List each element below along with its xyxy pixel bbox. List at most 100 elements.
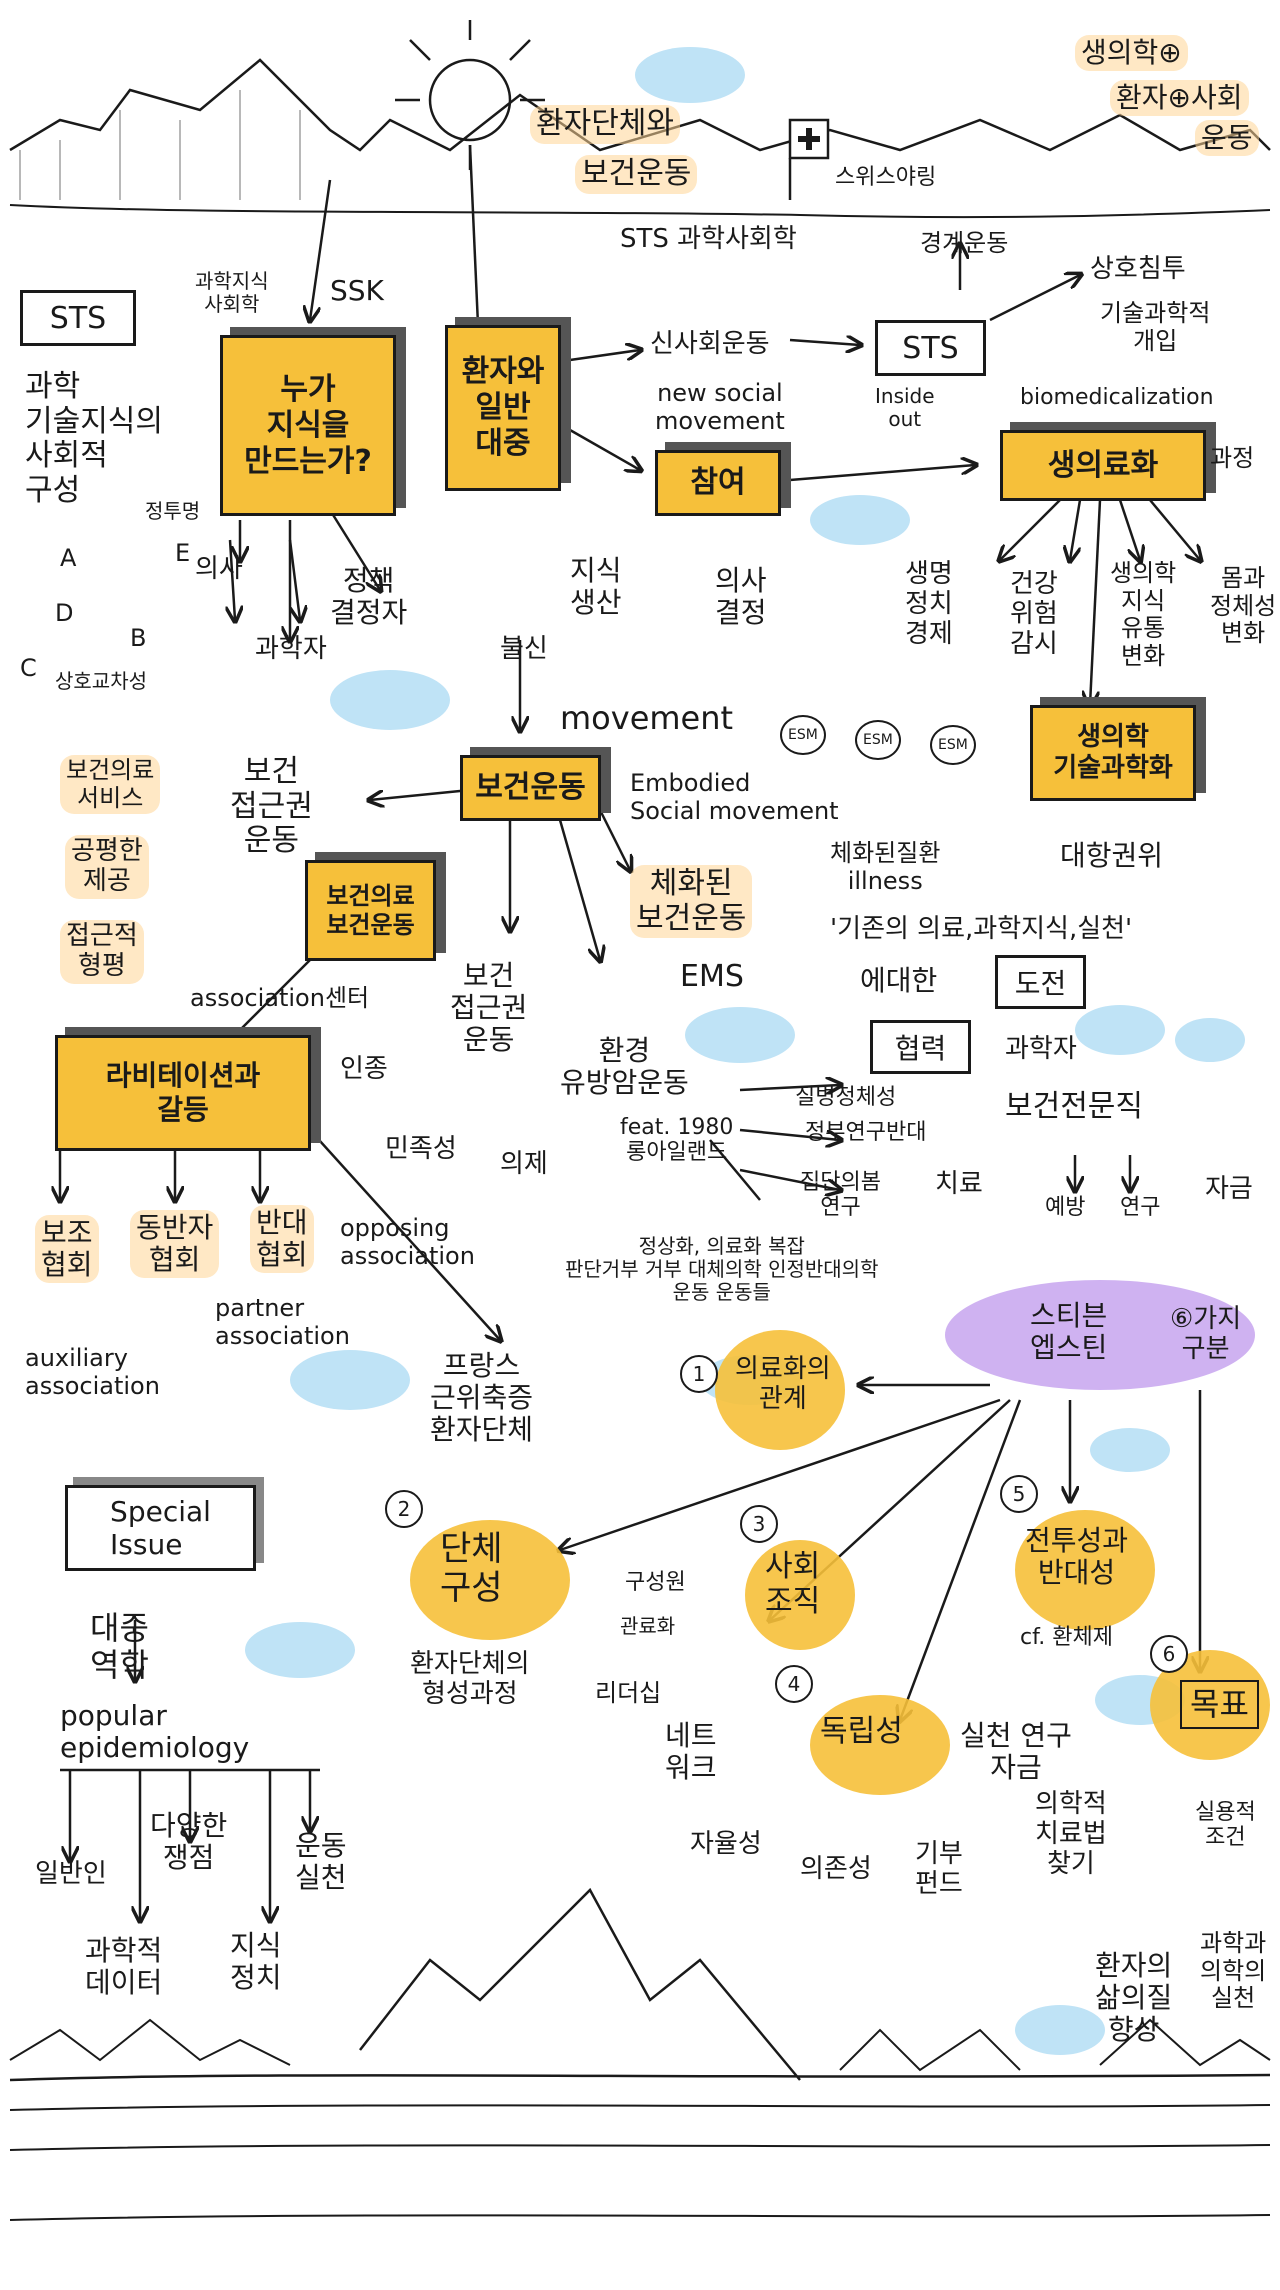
uije-label: 의제: [500, 1150, 548, 1180]
six-kinds-label: ⑥가지 구분: [1170, 1305, 1241, 1365]
embodied-label: Embodied Social movement: [630, 770, 839, 825]
goal-item-3: 환자의 삶의질 향상: [1095, 1950, 1172, 2047]
esm-badge-1: ESM: [780, 715, 826, 755]
top-mountain-hatch: [20, 90, 300, 200]
dojeon-box: 도전: [995, 955, 1086, 1009]
item6-number: 6: [1150, 1635, 1188, 1673]
title-line1: 환자단체와: [530, 105, 680, 144]
health-movement-box: 보건운동: [460, 755, 601, 821]
health-access-1: 보건 접근권 운동: [230, 755, 313, 859]
france-label: 프랑스 근위축증 환자단체: [430, 1350, 533, 1447]
biotech-box: 생의학 기술과학화: [1030, 705, 1196, 801]
esm-badge-3: ESM: [930, 725, 976, 765]
jisik-saengsan-label: 지식 생산: [570, 555, 622, 619]
item5-label: 전투성과 반대성: [1025, 1525, 1128, 1589]
item3-number: 3: [740, 1505, 778, 1543]
chiryo-label: 치료: [935, 1170, 983, 1200]
uijonseong-label: 의존성: [800, 1855, 872, 1885]
yebang-label: 예방: [1045, 1195, 1085, 1220]
chehwa-illness-label: 체화된질환 illness: [830, 840, 940, 895]
women-health-box: 보건의료 보건운동: [305, 860, 436, 961]
biomedicalization-box: 생의료화: [1000, 430, 1206, 501]
conflict-item-2: 동반자 협회: [130, 1210, 219, 1278]
bottom-river: [10, 2105, 1270, 2220]
injong-label: 인종: [340, 1055, 388, 1085]
jayulseong-label: 자율성: [690, 1830, 762, 1860]
title-line2: 보건운동: [575, 155, 697, 194]
swiss-label: 스위스야링: [835, 165, 936, 190]
goal-item-1: 의학적 치료법 찾기: [1035, 1790, 1107, 1880]
bottom-item-1: 일반인: [35, 1860, 107, 1890]
rideoship-label: 리더십: [595, 1680, 661, 1708]
item2-label: 단체 구성: [440, 1530, 503, 1608]
jilbyeong-label: 질병정체성: [795, 1085, 896, 1110]
patient-public-box: 환자와 일반 대중: [445, 325, 561, 491]
esm-badge-2: ESM: [855, 720, 901, 760]
bottom-item-4: 과학적 데이터: [85, 1935, 162, 1999]
edaehan-label: 에대한: [860, 965, 937, 997]
bio-item-3: 생의학 지식 유통 변화: [1110, 560, 1176, 670]
popular-label: popular epidemiology: [60, 1700, 249, 1764]
gwahak-jisik-label: 과학지식 사회학: [195, 270, 269, 316]
service-item-3: 접근적 형평: [60, 920, 144, 984]
yeongu-label: 연구: [1120, 1195, 1160, 1220]
item3-label: 사회 조직: [765, 1550, 820, 1619]
abcde-c: C: [20, 655, 37, 683]
participation-box: 참여: [655, 450, 781, 516]
bogeon-jeonmun-label: 보건전문직: [1005, 1090, 1143, 1125]
epstein-label: 스티븐 엡스틴: [1030, 1300, 1107, 1364]
ssk-label: SSK: [330, 275, 384, 307]
sun-icon: [430, 60, 510, 140]
ground-line: [10, 205, 1270, 217]
bio-item-1: 생명 정치 경제: [905, 560, 953, 650]
jageum-label: 자금: [1205, 1175, 1253, 1205]
inside-out-label: Inside out: [875, 385, 935, 431]
special-issue-box: Special Issue: [65, 1485, 256, 1571]
conflict-box: 라비테이션과 갈등: [55, 1035, 311, 1151]
gusaengwon-label: 구성원: [625, 1570, 686, 1595]
opposing-label: opposing association: [340, 1215, 475, 1270]
uisa-gyeoljeong-label: 의사 결정: [715, 565, 767, 629]
item6-label: 목표: [1180, 1680, 1259, 1729]
abcde-top-label: 정투명: [145, 500, 200, 523]
silcheon-yeongu-label: 실천 연구 자금: [960, 1720, 1072, 1784]
daehang-label: 대항권위: [1060, 840, 1163, 872]
new-social-en: new social movement: [655, 380, 785, 435]
service-item-1: 보건의료 서비스: [60, 755, 160, 814]
jipdan-label: 집단의봄 연구: [800, 1170, 881, 1221]
biomed-label: biomedicalization: [1020, 385, 1214, 410]
sangho-label: 상호침투: [1090, 255, 1186, 285]
ems-label: EMS: [680, 960, 744, 995]
item5-number: 5: [1000, 1475, 1038, 1513]
sts-box-2: STS: [875, 320, 986, 376]
service-item-2: 공평한 제공: [65, 835, 149, 899]
gyeonggye-label: 경계운동: [920, 230, 1008, 258]
association-center-label: association센터: [190, 985, 369, 1013]
conflict-item-1: 보조 협회: [35, 1215, 99, 1283]
goal-item-2: 실용적 조건: [1195, 1800, 1256, 1851]
gwahakja-label: 과학자: [255, 635, 327, 665]
gisul-gaeip-label: 기술과학적 개입: [1100, 300, 1210, 355]
danche-sub-label: 환자단체의 형성과정: [410, 1650, 530, 1710]
funds-label: 기부 펀드: [915, 1840, 963, 1900]
abcde-b: B: [130, 625, 146, 653]
conflict-item-3: 반대 협회: [250, 1205, 314, 1273]
embodied-health-label: 체화된 보건운동: [630, 865, 752, 938]
gijon-label: '기존의 의료,과학지식,실천': [830, 915, 1132, 945]
uisa-label: 의사: [195, 555, 243, 585]
item4-label: 독립성: [820, 1715, 903, 1750]
partner-label: partner association: [215, 1295, 350, 1350]
abcde-bottom-label: 상호교차성: [55, 670, 147, 693]
item4-number: 4: [775, 1665, 813, 1703]
gwanryo-label: 관료화: [620, 1615, 675, 1638]
jeongbu-label: 정부연구반대: [805, 1120, 926, 1145]
env-movement-label: 환경 유방암운동: [560, 1035, 689, 1099]
item1-label: 의료화의 관계: [735, 1355, 831, 1415]
abcde-e: E: [175, 540, 190, 568]
item2-number: 2: [385, 1490, 423, 1528]
cf-label: cf. 환체제: [1020, 1625, 1113, 1650]
corner-line2: 환자⊕사회: [1110, 80, 1249, 116]
goal-item-4: 과학과 의학의 실천: [1200, 1930, 1266, 2013]
item1-number: 1: [680, 1355, 718, 1393]
abcde-d: D: [55, 600, 73, 628]
